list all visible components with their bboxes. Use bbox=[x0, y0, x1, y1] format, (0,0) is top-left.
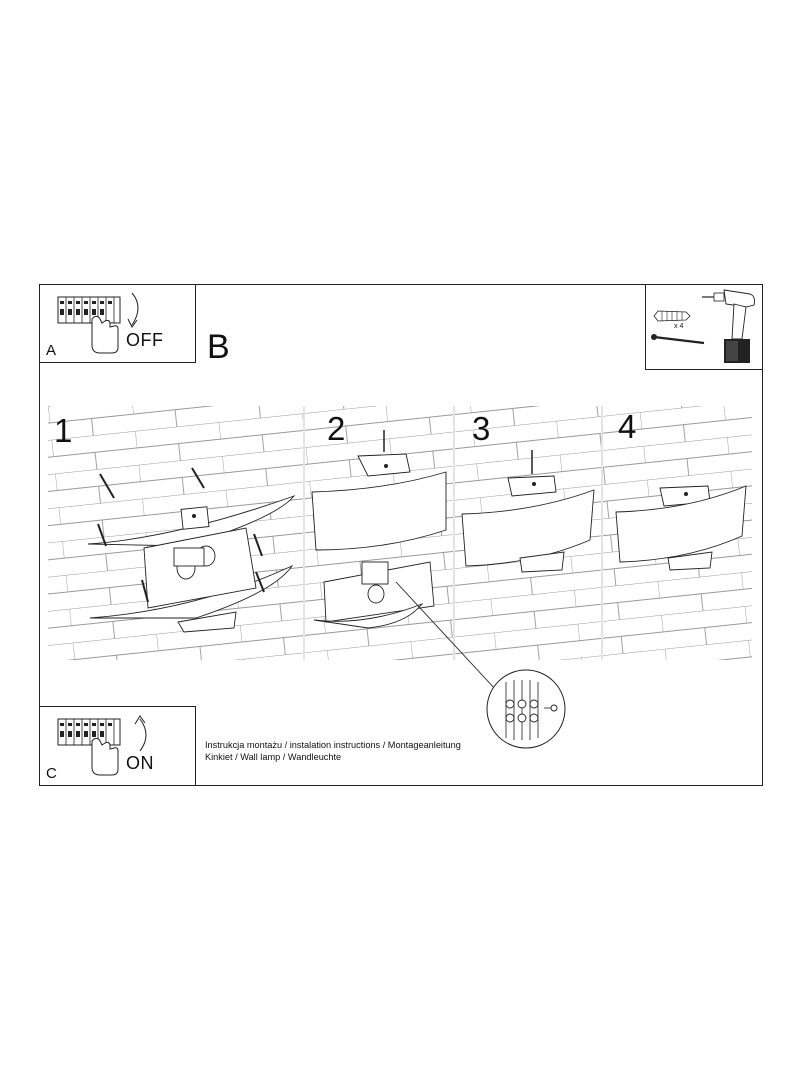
drill-icon bbox=[702, 289, 755, 363]
rotate-up-arrow-icon bbox=[134, 715, 147, 752]
step-3-shade-assembly-icon bbox=[461, 450, 595, 573]
wiring-detail-callout bbox=[395, 581, 566, 749]
caption-line-1: Instrukcja montażu / instalation instruc… bbox=[205, 740, 461, 750]
screw-icon bbox=[651, 334, 705, 345]
circuit-breaker-icon bbox=[57, 296, 121, 354]
section-b-letter: B bbox=[207, 328, 230, 366]
caption: Instrukcja montażu / instalation instruc… bbox=[205, 739, 461, 763]
caption-line-2: Kinkiet / Wall lamp / Wandleuchte bbox=[205, 752, 342, 762]
step-4-finished-lamp-icon bbox=[615, 485, 747, 571]
step-1-mounting-bracket-icon bbox=[87, 467, 296, 633]
step-2-number: 2 bbox=[327, 410, 346, 447]
assembly-steps: 1 2 3 4 bbox=[48, 406, 752, 660]
panel-a-letter: A bbox=[46, 342, 57, 359]
wall-plug-icon bbox=[653, 310, 691, 322]
instruction-sheet bbox=[39, 284, 763, 786]
panel-a-switch-off: OFF A bbox=[39, 284, 196, 363]
on-label: ON bbox=[126, 753, 154, 773]
panel-c-letter: C bbox=[46, 765, 57, 782]
rotate-down-arrow-icon bbox=[127, 292, 139, 328]
step-3-number: 3 bbox=[472, 410, 491, 447]
tools-panel: x 4 bbox=[645, 284, 763, 370]
step-2-wiring-icon bbox=[311, 430, 447, 629]
quantity-note: x 4 bbox=[674, 323, 684, 330]
circuit-breaker-icon bbox=[57, 718, 121, 776]
panel-c-switch-on: ON C bbox=[39, 706, 196, 786]
step-1-number: 1 bbox=[54, 412, 73, 449]
off-label: OFF bbox=[126, 330, 164, 350]
step-4-number: 4 bbox=[618, 408, 637, 445]
